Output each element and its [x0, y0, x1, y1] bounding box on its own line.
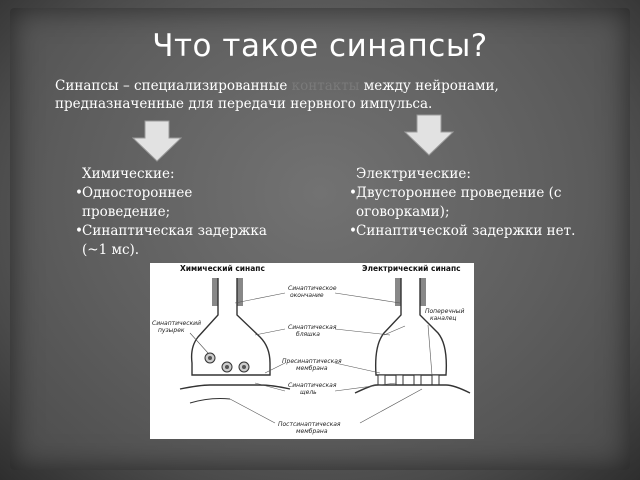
label-postmembrane-2: мембрана — [296, 428, 328, 435]
label-premembrane-2: мембрана — [296, 365, 328, 372]
label-cleft-2: щель — [300, 389, 317, 396]
electrical-heading: Электрические: — [356, 166, 471, 182]
intro-highlight: контакты — [291, 78, 360, 94]
label-premembrane-1: Пресинаптическая — [282, 358, 342, 365]
gap-channel-2 — [395, 374, 404, 386]
intro-text: Синапсы – специализированные контакты ме… — [55, 77, 595, 113]
label-ending-1: Синаптическое — [288, 285, 337, 292]
intro-part1: Синапсы – специализированные — [55, 78, 292, 94]
electrical-item-1: Двустороннее проведение (с оговорками); — [349, 184, 590, 222]
label-channel-1: Поперечный — [425, 308, 465, 315]
gap-channel-3 — [413, 374, 422, 386]
label-vesicle-1: Синаптический — [152, 320, 201, 327]
chemical-item-2: Синаптическая задержка (~1 мс). — [75, 222, 281, 260]
synapse-diagram: Химический синапс Электрический синапс — [150, 263, 474, 439]
electrical-column: Электрические: Двустороннее проведение (… — [349, 165, 590, 241]
label-channel-2: каналец — [430, 315, 457, 322]
electrical-item-2: Синаптической задержки нет. — [349, 222, 590, 241]
synapse-diagram-svg: Химический синапс Электрический синапс — [152, 264, 471, 435]
slide-title: Что такое синапсы? — [152, 28, 488, 64]
elec-postsyn-membrane — [354, 384, 471, 394]
chem-terminal-outline — [190, 278, 271, 376]
chem-axon-fill-left — [212, 278, 218, 306]
elec-axon-fill-right — [420, 278, 426, 306]
down-arrow-icon-left — [132, 120, 182, 162]
elec-terminal-outline — [374, 278, 448, 376]
label-cleft-1: Синаптическая — [288, 382, 337, 389]
label-plaque-2: бляшка — [296, 331, 320, 338]
chemical-column: Химические: Одностороннее проведение; Си… — [75, 165, 281, 260]
label-postmembrane-1: Постсинаптическая — [278, 421, 341, 428]
down-arrow-icon-right — [404, 114, 454, 156]
label-plaque-1: Синаптическая — [288, 324, 337, 331]
chemical-item-1: Одностороннее проведение; — [75, 184, 281, 222]
chemical-list: Одностороннее проведение; Синаптическая … — [75, 184, 281, 260]
chemical-heading: Химические: — [82, 166, 175, 182]
intro-part2: между нейронами, предназначенные для пер… — [55, 78, 499, 112]
elec-axon-fill-left — [395, 278, 401, 306]
label-vesicle-2: пузырек — [158, 327, 185, 334]
chem-postsyn-membrane — [179, 384, 291, 390]
label-ending-2: окончание — [290, 292, 324, 299]
gap-channel-1 — [377, 374, 386, 386]
elec-synapse-title: Электрический синапс — [362, 264, 461, 273]
electrical-list: Двустороннее проведение (с оговорками); … — [349, 184, 590, 241]
chem-axon-fill-right — [237, 278, 243, 306]
chem-synapse-title: Химический синапс — [180, 264, 265, 273]
gap-channel-4 — [431, 374, 440, 386]
